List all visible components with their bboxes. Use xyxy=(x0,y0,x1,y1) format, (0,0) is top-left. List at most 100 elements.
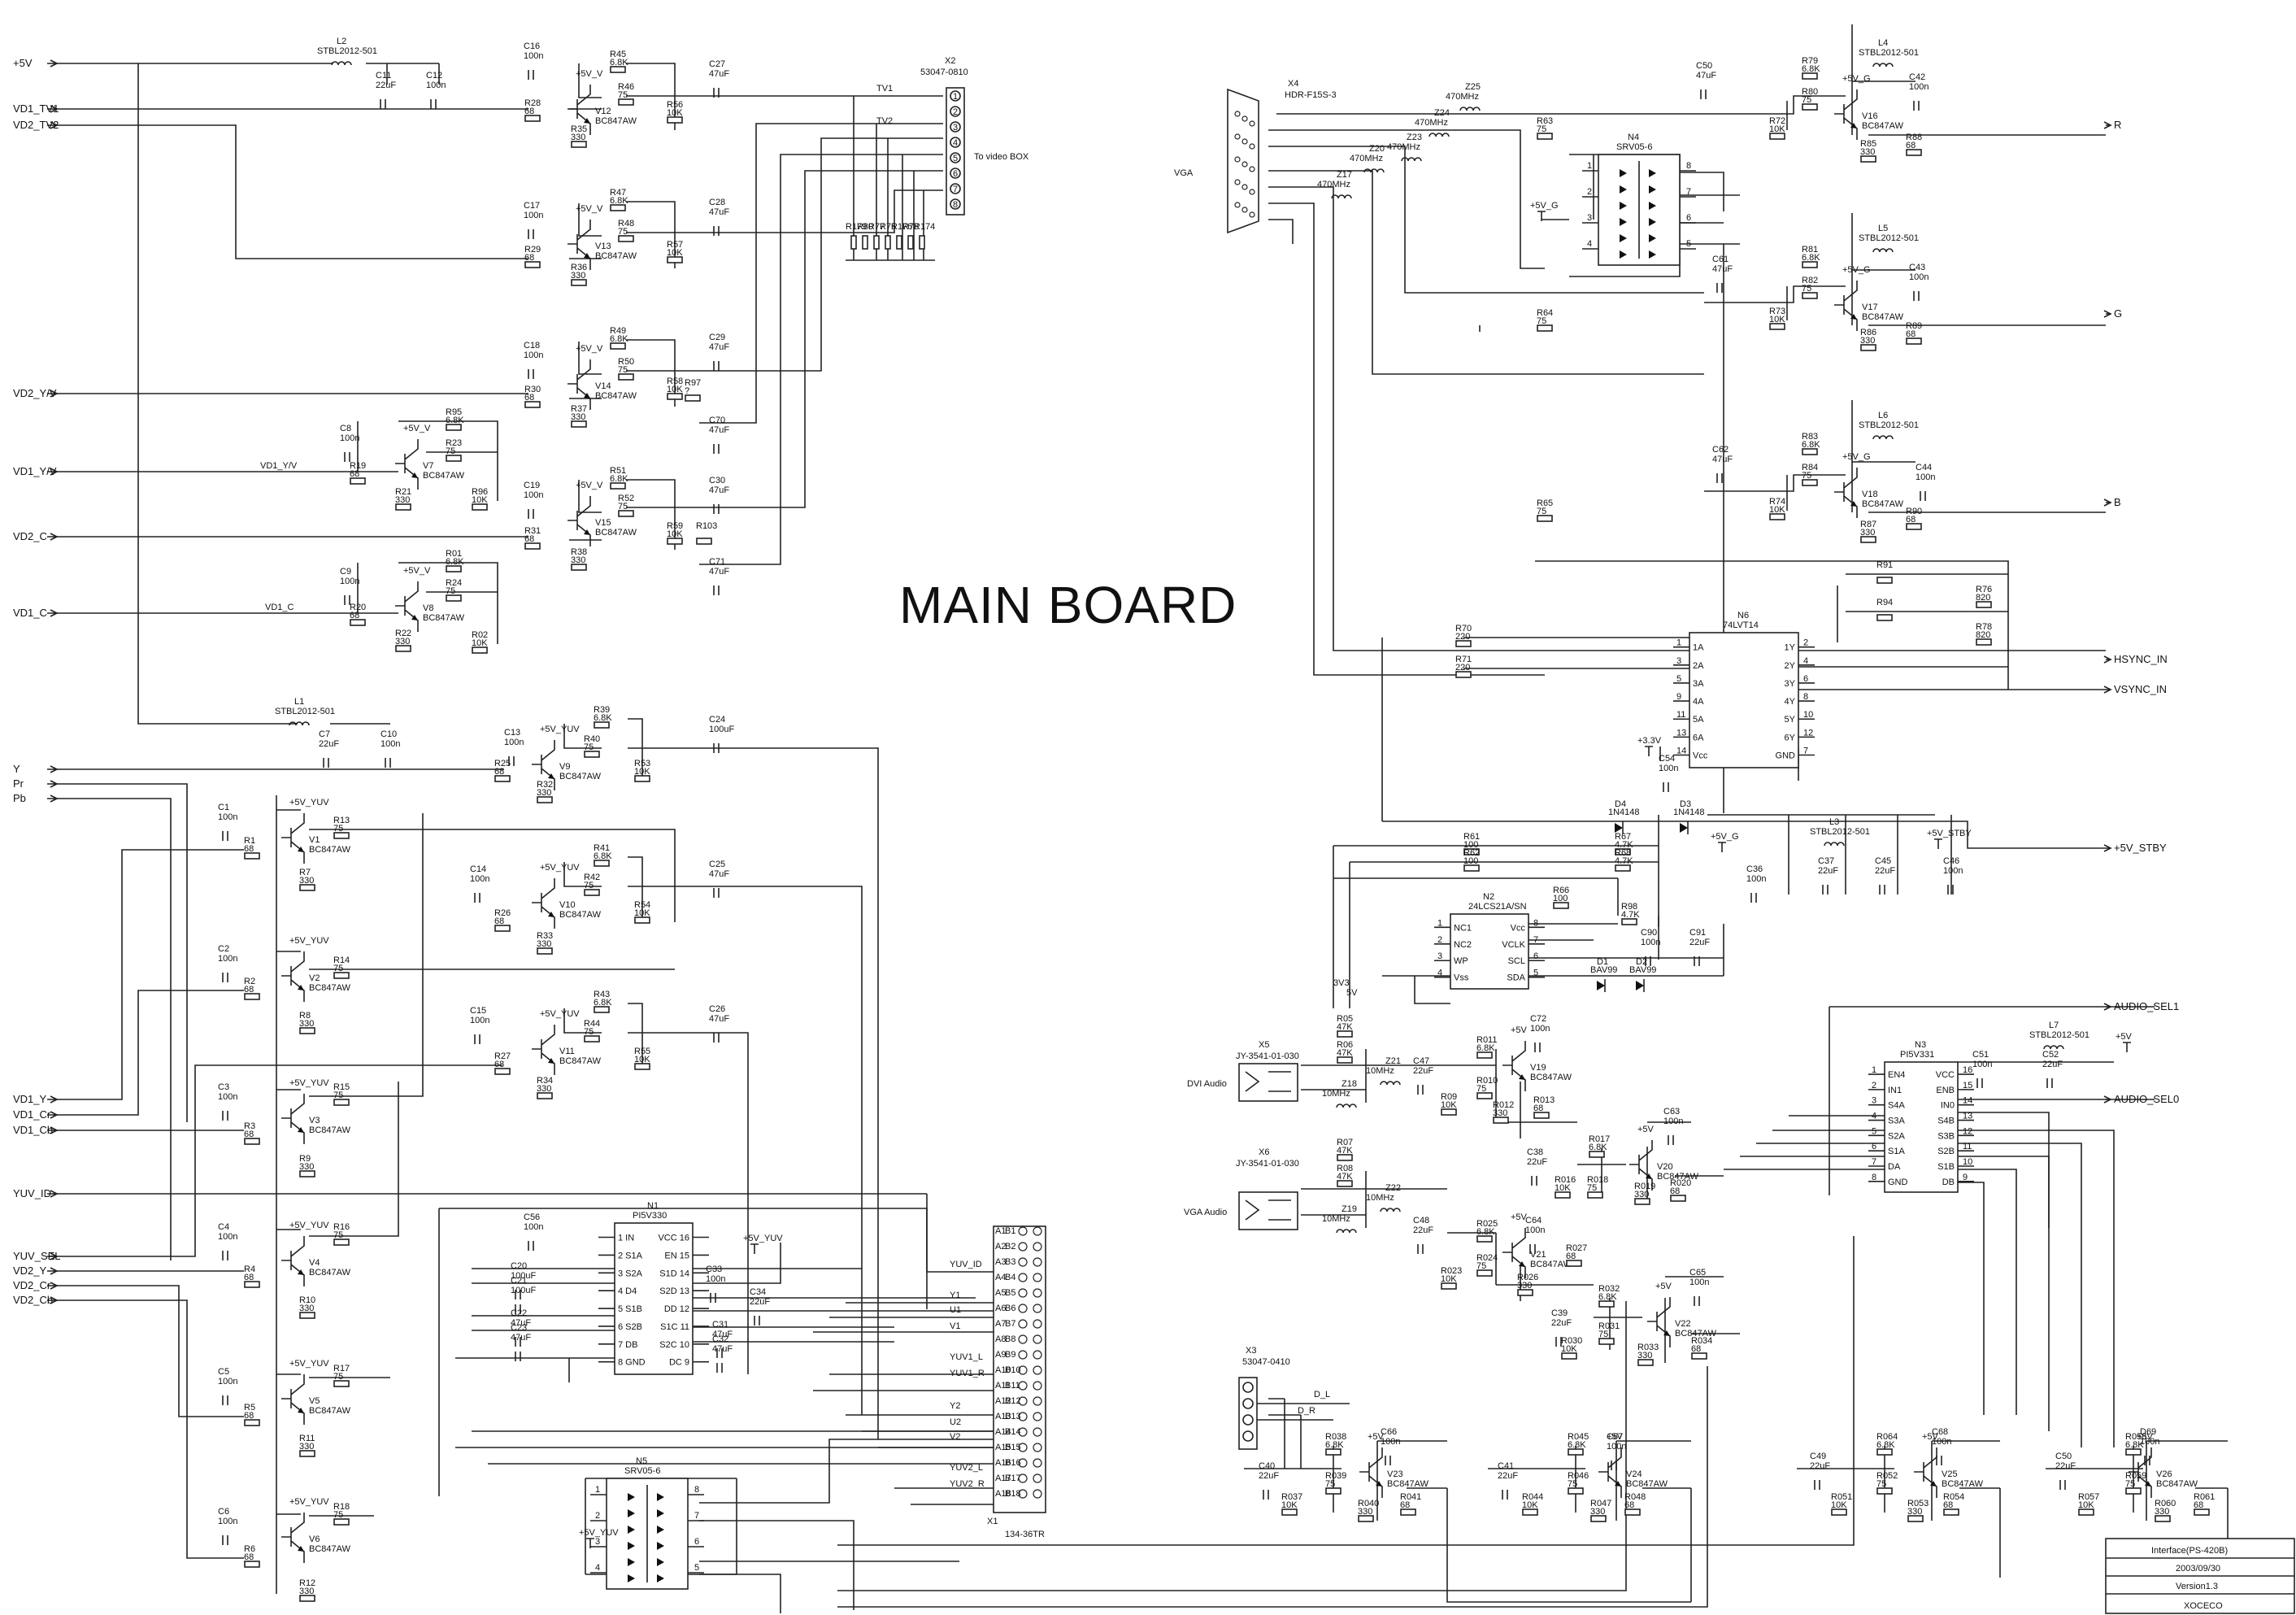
transistor-ref: V5 xyxy=(309,1396,320,1406)
resistor-body xyxy=(1802,103,1818,111)
resistor-ref: R023 xyxy=(1441,1266,1462,1276)
connector-x3-ref: X3 xyxy=(1246,1346,1256,1356)
title-block-version: Version1.3 xyxy=(2176,1582,2218,1591)
resistor-body xyxy=(584,751,600,758)
transistor-ref: V7 xyxy=(423,461,433,471)
inductor-part: STBL2012-501 xyxy=(1859,48,1919,58)
resistor-ref: R34 xyxy=(537,1076,553,1086)
diode-array-cell xyxy=(628,1493,664,1501)
resistor-body xyxy=(1906,523,1922,530)
capacitor-plates xyxy=(716,1363,723,1373)
resistor-ref: R40 xyxy=(584,734,600,744)
capacitor-plates xyxy=(1555,1337,1562,1347)
connector-x2-pin-number: 1 xyxy=(953,92,958,102)
resistor-value: 47K xyxy=(1337,1146,1353,1156)
vga-connector-pin xyxy=(1234,111,1241,117)
ports: +5VVD1_TV1VD2_TV2VD2_Y/VVD1_Y/VVD2_CVD1_… xyxy=(13,57,2179,1306)
capacitor-value: 22uF xyxy=(750,1297,770,1307)
connector-x1-pin xyxy=(1033,1273,1042,1282)
capacitor-plates xyxy=(1263,1490,1269,1500)
capacitor-plates xyxy=(515,1352,521,1361)
capacitor-value: 100n xyxy=(1909,82,1929,92)
ic-pin-label-left: 4A xyxy=(1693,697,1704,707)
connector-x1-net-u2: U2 xyxy=(950,1417,961,1427)
capacitor-value: 100n xyxy=(524,1222,543,1232)
inductor-coil xyxy=(1336,1104,1357,1108)
resistor-body xyxy=(1455,640,1472,647)
resistor-ref: R12 xyxy=(299,1578,315,1588)
resistor-body xyxy=(618,98,634,106)
ic-pin-number-left: 3 xyxy=(1676,656,1681,666)
resistor-value: 6.8K xyxy=(446,416,464,425)
resistor-body xyxy=(1976,601,1992,608)
resistor-value: 75 xyxy=(1876,1479,1886,1489)
ic-pin-label-left: 6A xyxy=(1693,733,1704,742)
resistor-body xyxy=(395,503,411,511)
capacitor-value: 47uF xyxy=(709,485,729,495)
resistor-body xyxy=(610,66,626,73)
transistor-emitter-arrow xyxy=(584,529,590,535)
port-arrow xyxy=(2103,686,2112,694)
capacitor-plates xyxy=(1385,1456,1391,1465)
capacitor-value: 100n xyxy=(218,954,237,964)
transistor-part: BC847AW xyxy=(1675,1329,1717,1339)
resistor-ref: R56 xyxy=(667,100,683,110)
port-arrow xyxy=(47,59,59,67)
port-arrow xyxy=(2103,1095,2112,1104)
transistor-symbol xyxy=(567,359,591,410)
ic-pin-number-left: 13 xyxy=(1676,728,1686,738)
resistor-value: 330 xyxy=(537,788,551,798)
resistor-ref: R16 xyxy=(333,1222,350,1232)
transistor-emitter-arrow xyxy=(1519,1074,1525,1080)
resistor-ref: R85 xyxy=(1860,139,1876,149)
capacitor-ref: C16 xyxy=(524,41,540,51)
connector-x2-pin xyxy=(950,152,961,163)
capacitor-ref: C52 xyxy=(2042,1050,2059,1060)
resistor-body xyxy=(1876,1487,1893,1495)
capacitor-ref: C67 xyxy=(1607,1432,1623,1442)
transistor-part: BC847AW xyxy=(559,1056,602,1066)
resistor-ref: R98 xyxy=(1621,902,1637,912)
resistor-body xyxy=(244,1138,260,1145)
transistor-rail: +5V_V xyxy=(576,204,603,214)
capacitor-ref: C46 xyxy=(1943,856,1959,866)
resistor-body xyxy=(1476,1051,1493,1059)
inductor-ref: L5 xyxy=(1878,224,1888,233)
inductor-part: 470MHz xyxy=(1317,180,1350,189)
resistor-value: 330 xyxy=(571,133,585,142)
capacitor-value: 47uF xyxy=(709,1014,729,1024)
connector-x1-pin xyxy=(1033,1412,1042,1421)
capacitor-plates xyxy=(344,595,350,605)
resistor-ref: R66 xyxy=(1553,886,1569,895)
resistor-body xyxy=(472,503,488,511)
port-arrow xyxy=(2103,655,2112,664)
capacitor-plates xyxy=(1716,473,1723,483)
resistor-body xyxy=(2194,1508,2210,1516)
connector-x1-pin xyxy=(1033,1288,1042,1298)
vga-connector-pin xyxy=(1234,202,1241,208)
capacitor-ref: C36 xyxy=(1746,864,1763,874)
resistor-body xyxy=(1943,1508,1959,1516)
